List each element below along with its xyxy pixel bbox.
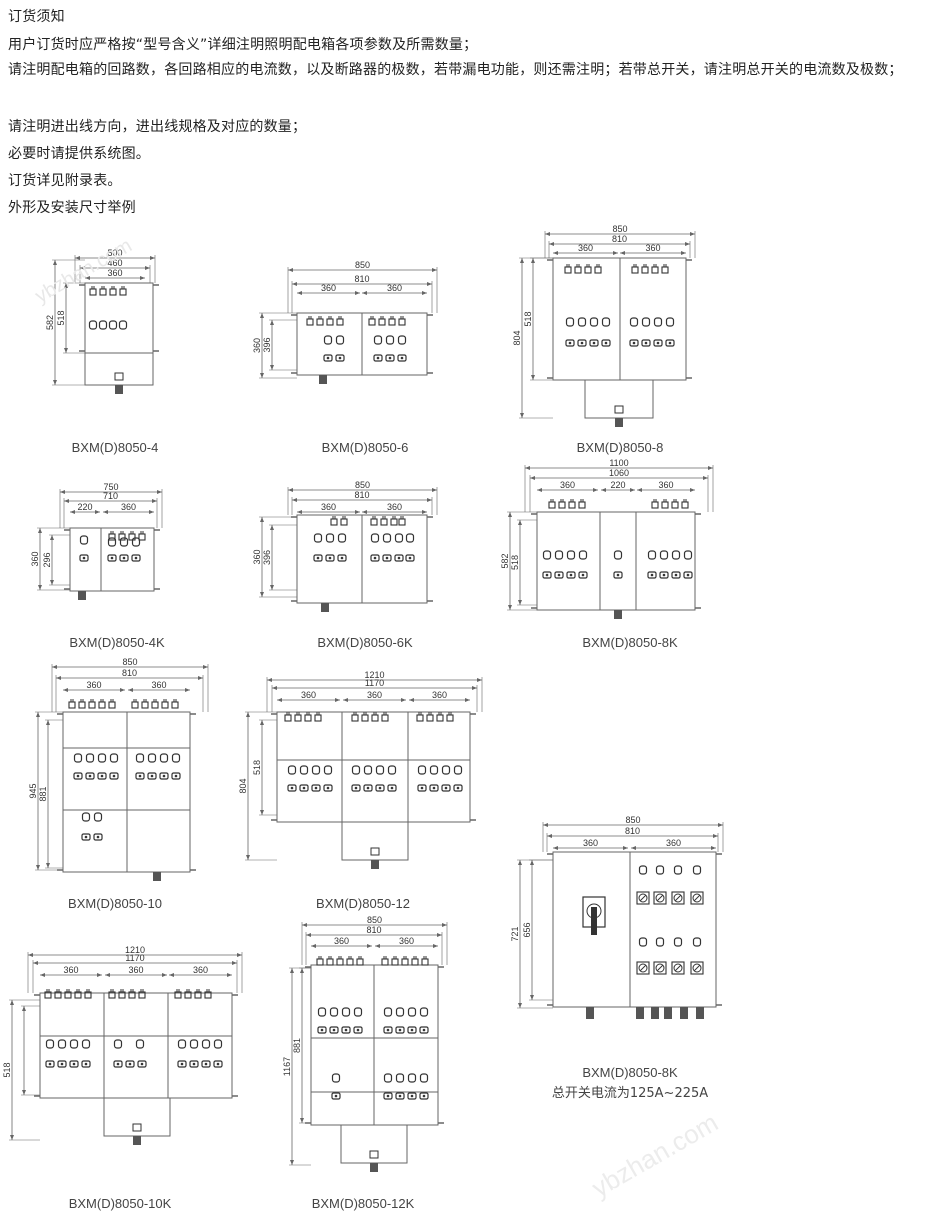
dim-label: 360 [321, 502, 336, 512]
dim-label: 460 [107, 258, 122, 268]
drawing-label-9: BXM(D)8050-8K [582, 1065, 678, 1080]
dim-label: 360 [658, 480, 673, 490]
notes-line-4: 必要时请提供系统图。 [8, 146, 150, 162]
dim-label: 360 [107, 268, 122, 278]
dim-label: 750 [103, 482, 118, 492]
dim-label: 1170 [365, 678, 384, 688]
dim-label: 881 [292, 1038, 302, 1053]
dim-label: 850 [355, 480, 370, 490]
dim-label: 850 [612, 224, 627, 234]
dim-label: 296 [42, 552, 52, 567]
dim-label: 360 [334, 936, 349, 946]
dim-label: 360 [560, 480, 575, 490]
dim-label: 360 [387, 283, 402, 293]
notes-title: 订货须知 [8, 9, 65, 25]
notes-line-6: 外形及安装尺寸举例 [8, 200, 136, 216]
dim-label: 360 [30, 551, 40, 566]
dim-label: 850 [122, 657, 137, 667]
dim-label: 360 [645, 243, 660, 253]
dim-label: 360 [193, 965, 208, 975]
dim-label: 810 [366, 925, 381, 935]
dim-label: 582 [500, 553, 510, 568]
drawing-label-11: BXM(D)8050-12K [311, 1196, 415, 1211]
dim-label: 360 [63, 965, 78, 975]
dim-label: 810 [354, 274, 369, 284]
dim-label: 360 [301, 690, 316, 700]
dim-label: 721 [510, 926, 520, 941]
drawing-label-1: BXM(D)8050-4 [71, 440, 159, 455]
dim-label: 360 [578, 243, 593, 253]
dim-label: 518 [510, 555, 520, 570]
drawing-subtitle-9: 总开关电流为125A~225A [551, 1086, 709, 1101]
notes-line-5: 订货详见附录表。 [8, 173, 122, 189]
dim-label: 804 [512, 330, 522, 345]
drawing-label-5: BXM(D)8050-6K [317, 635, 413, 650]
dim-label: 1060 [609, 468, 629, 478]
dim-label: 810 [612, 234, 627, 244]
dim-label: 360 [151, 680, 166, 690]
dim-label: 850 [625, 815, 640, 825]
dim-label: 582 [45, 315, 55, 330]
dim-label: 360 [252, 338, 262, 353]
dim-label: 810 [122, 668, 137, 678]
dim-label: 220 [610, 480, 625, 490]
dim-label: 360 [583, 838, 598, 848]
dim-label: 360 [121, 502, 136, 512]
drawing-label-3: BXM(D)8050-8 [576, 440, 664, 455]
dim-label: 1170 [125, 953, 144, 963]
dim-label: 360 [432, 690, 447, 700]
dim-label: 360 [666, 838, 681, 848]
notes-line-1: 用户订货时应严格按“型号含义”详细注明照明配电箱各项参数及所需数量； [8, 37, 478, 53]
dim-label: 360 [321, 283, 336, 293]
dim-label: 220 [77, 502, 92, 512]
dim-label: 1210 [364, 670, 384, 680]
dim-label: 1167 [282, 1057, 292, 1076]
dim-label: 396 [262, 337, 272, 352]
dim-label: 850 [355, 260, 370, 270]
dim-label: 881 [38, 786, 48, 801]
dim-label: 656 [522, 922, 532, 937]
dim-label: 518 [2, 1062, 12, 1077]
dim-label: 518 [252, 760, 262, 775]
drawing-label-4: BXM(D)8050-4K [69, 635, 165, 650]
drawing-label-2: BXM(D)8050-6 [321, 440, 409, 455]
dim-label: 850 [367, 915, 382, 925]
drawing-label-8: BXM(D)8050-12 [316, 896, 410, 911]
drawing-label-10: BXM(D)8050-10K [68, 1196, 172, 1211]
dim-label: 810 [625, 826, 640, 836]
dim-label: 945 [28, 783, 38, 798]
dim-label: 810 [354, 490, 369, 500]
dim-label: 360 [367, 690, 382, 700]
dim-label: 518 [56, 310, 66, 325]
dim-label: 360 [86, 680, 101, 690]
dim-label: 360 [387, 502, 402, 512]
dim-label: 360 [252, 549, 262, 564]
dim-label: 710 [103, 491, 118, 501]
dim-label: 804 [238, 778, 248, 793]
dim-label: 518 [523, 311, 533, 326]
dim-label: 360 [128, 965, 143, 975]
dim-label: 500 [107, 248, 122, 258]
dim-label: 396 [262, 550, 272, 565]
drawing-label-6: BXM(D)8050-8K [582, 635, 678, 650]
dim-label: 1210 [125, 945, 145, 955]
notes-line-2: 请注明配电箱的回路数，各回路相应的电流数，以及断路器的极数，若带漏电功能，则还需… [8, 62, 903, 78]
notes-line-3: 请注明进出线方向，进出线规格及对应的数量； [8, 119, 307, 135]
drawing-label-7: BXM(D)8050-10 [68, 896, 162, 911]
dim-label: 1100 [609, 458, 628, 468]
dim-label: 360 [399, 936, 414, 946]
